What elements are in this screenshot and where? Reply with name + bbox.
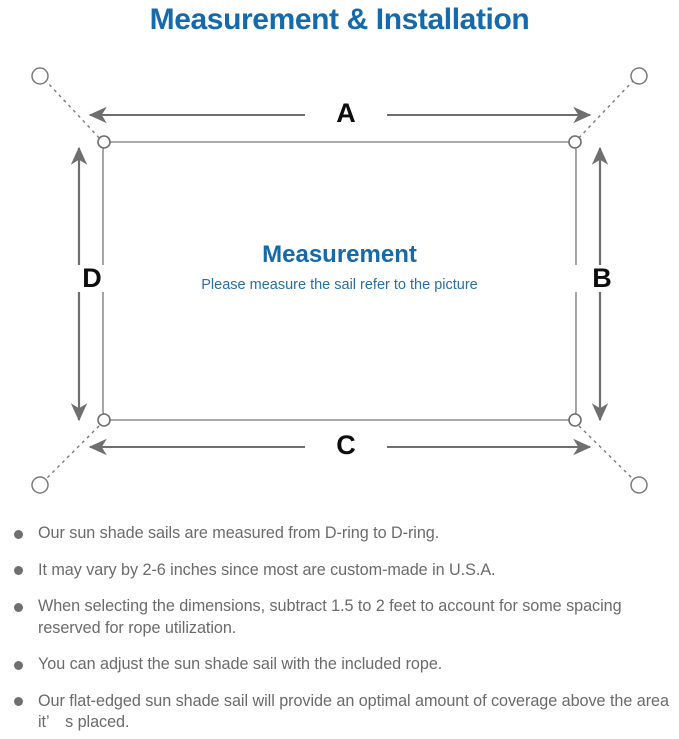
rope-line-bottom-left <box>45 420 105 480</box>
bullet-icon <box>14 660 23 670</box>
note-text: You can adjust the sun shade sail with t… <box>38 655 443 673</box>
note-text: It may vary by 2-6 inches since most are… <box>38 560 496 579</box>
anchor-point-bottom-left <box>31 476 49 494</box>
notes-list: Our sun shade sails are measured from D-… <box>9 523 679 734</box>
bullet-icon <box>14 529 23 539</box>
diagram-center-subtitle: Please measure the sail refer to the pic… <box>201 277 478 293</box>
bullet-icon <box>14 697 23 706</box>
dimension-label-a: A <box>305 100 387 127</box>
note-text: When selecting the dimensions, subtract … <box>38 597 622 637</box>
dimension-label-d: D <box>55 265 129 292</box>
dimension-label-b: B <box>565 265 639 292</box>
rope-line-top-left <box>45 80 105 144</box>
list-item: It may vary by 2-6 inches since most are… <box>9 560 679 582</box>
d-ring-top-left <box>97 135 111 149</box>
bullet-icon <box>14 602 23 612</box>
list-item: You can adjust the sun shade sail with t… <box>9 654 679 676</box>
list-item: Our sun shade sails are measured from D-… <box>9 523 679 545</box>
note-text: Our sun shade sails are measured from D-… <box>38 524 440 542</box>
d-ring-bottom-right <box>568 413 582 427</box>
page-title: Measurement & Installation <box>149 3 530 36</box>
rope-line-top-right <box>573 80 634 144</box>
rope-line-bottom-right <box>573 420 634 480</box>
anchor-point-top-right <box>630 67 648 85</box>
d-ring-bottom-left <box>97 413 111 427</box>
anchor-point-top-left <box>31 67 49 85</box>
d-ring-top-right <box>568 135 582 149</box>
dimension-label-c: C <box>305 432 387 459</box>
note-text: Our flat-edged sun shade sail will provi… <box>38 691 669 732</box>
list-item: When selecting the dimensions, subtract … <box>9 596 679 639</box>
diagram-center-heading: Measurement <box>262 241 417 268</box>
anchor-point-bottom-right <box>630 476 648 494</box>
list-item: Our flat-edged sun shade sail will provi… <box>9 691 679 734</box>
bullet-icon <box>14 566 23 575</box>
